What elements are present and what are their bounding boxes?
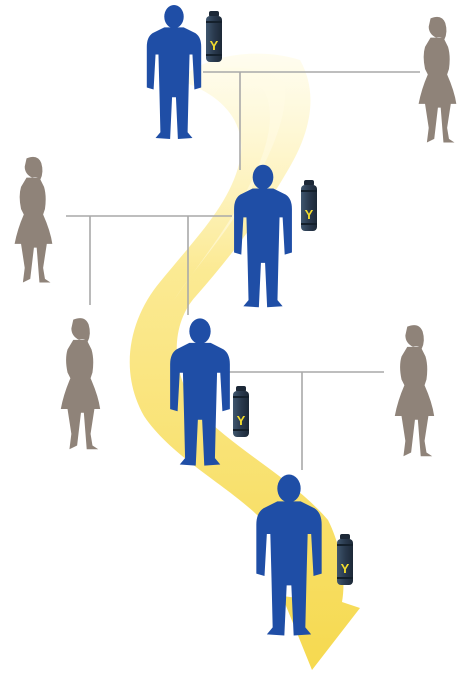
woman-silhouette-icon (419, 17, 457, 143)
y-chromosome-icon (206, 11, 222, 62)
lineage-arrow (130, 54, 360, 670)
woman-silhouette-icon (395, 325, 434, 456)
y-chromosome-icon (337, 534, 353, 585)
woman-silhouette-icon (61, 318, 100, 449)
y-chromosome-icon (233, 386, 249, 437)
y-chromosome-label: Y (341, 561, 350, 576)
y-chromosome-label: Y (305, 207, 314, 222)
y-chromosome-label: Y (210, 38, 219, 53)
woman-silhouette-icon (15, 157, 53, 283)
generation-3: Y (61, 318, 434, 466)
y-chromosome-icon (301, 180, 317, 231)
y-chromosome-label: Y (237, 413, 246, 428)
